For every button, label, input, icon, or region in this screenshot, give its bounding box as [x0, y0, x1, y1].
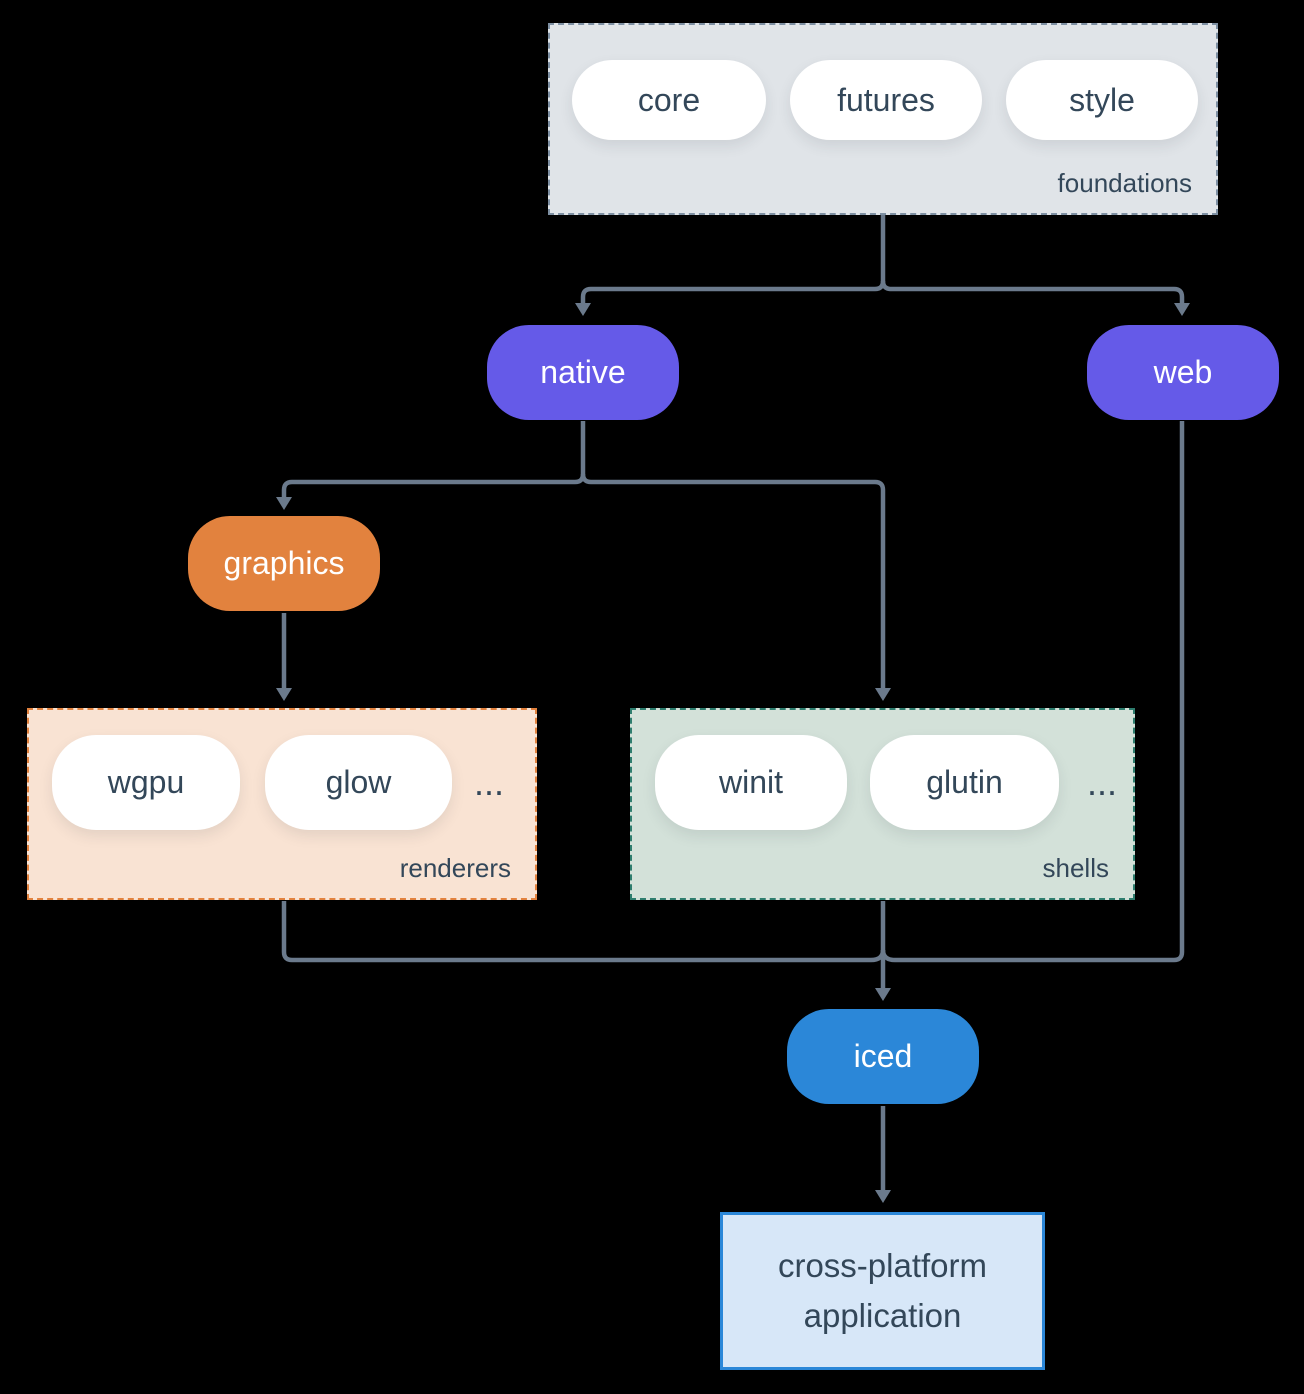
pill-glow-label: glow — [325, 764, 392, 800]
pill-futures-label: futures — [837, 81, 935, 118]
pill-winit-label: winit — [718, 764, 783, 800]
application-box: cross-platform application — [720, 1212, 1045, 1370]
edge-renderers-to-iced — [281, 901, 886, 963]
pill-futures: futures — [790, 60, 982, 140]
pill-style-label: style — [1069, 81, 1135, 118]
pill-native: native — [487, 325, 679, 420]
pill-glutin-label: glutin — [926, 764, 1003, 800]
arrowhead-web — [1174, 303, 1190, 316]
pill-iced-label: iced — [853, 1038, 913, 1074]
pill-winit: winit — [655, 735, 847, 830]
pill-glow: glow — [265, 735, 452, 830]
pill-web: web — [1087, 325, 1279, 420]
shells-ellipsis: ... — [1086, 761, 1117, 803]
pill-graphics-label: graphics — [223, 545, 345, 581]
edge-foundations-to-native — [580, 280, 886, 303]
pill-iced: iced — [787, 1009, 979, 1104]
shells-label: shells — [1042, 853, 1109, 883]
arrowhead-application — [875, 1190, 891, 1203]
arrowhead-iced — [875, 988, 891, 1001]
pill-graphics: graphics — [188, 516, 380, 611]
renderers-ellipsis: ... — [473, 761, 504, 803]
arrowhead-native — [575, 303, 591, 316]
edge-foundations-to-web — [880, 280, 1185, 303]
pill-native-label: native — [540, 354, 626, 390]
arrowhead-graphics — [276, 497, 292, 510]
application-label-line2: application — [803, 1297, 962, 1334]
pill-web-label: web — [1153, 354, 1213, 390]
arrowhead-renderers — [276, 688, 292, 701]
pill-wgpu: wgpu — [52, 735, 240, 830]
foundations-label: foundations — [1057, 168, 1192, 198]
edge-native-to-graphics — [281, 473, 586, 497]
pill-wgpu-label: wgpu — [107, 764, 185, 800]
pill-style: style — [1006, 60, 1198, 140]
renderers-label: renderers — [399, 853, 511, 883]
pill-core-label: core — [637, 81, 701, 118]
shells-group: winit glutin ... shells — [630, 708, 1135, 900]
application-label-line1: cross-platform — [777, 1247, 988, 1284]
pill-core: core — [572, 60, 766, 140]
foundations-group: core futures style foundations — [548, 23, 1218, 215]
renderers-group: wgpu glow ... renderers — [27, 708, 537, 900]
edge-native-to-shells — [580, 473, 886, 688]
arrowhead-shells — [875, 688, 891, 701]
pill-glutin: glutin — [870, 735, 1059, 830]
